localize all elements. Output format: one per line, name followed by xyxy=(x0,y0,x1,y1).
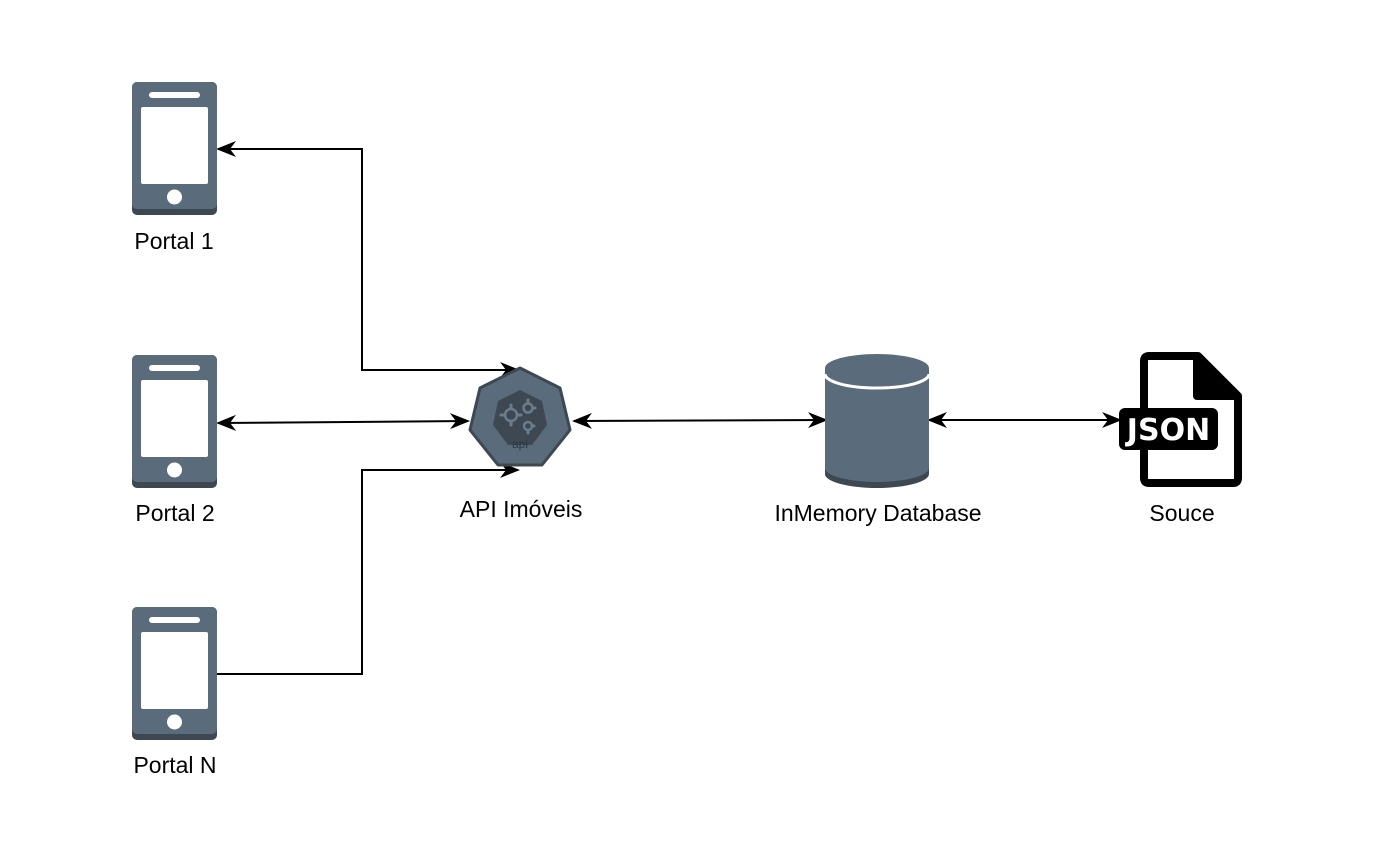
connectors xyxy=(216,141,1122,675)
portal-1-label: Portal 1 xyxy=(134,228,214,254)
database-label: InMemory Database xyxy=(774,500,982,526)
api-label: API Imóveis xyxy=(459,496,583,522)
mobile-phone-icon xyxy=(132,82,217,215)
edge-portaln-api xyxy=(216,462,520,675)
api-badge-text: api xyxy=(512,437,528,451)
source-label: Souce xyxy=(1149,500,1215,526)
api-gear-icon: api xyxy=(468,366,572,467)
portal-2-label: Portal 2 xyxy=(135,500,215,526)
edge-api-database xyxy=(572,412,828,429)
edge-portal2-api xyxy=(216,413,470,431)
mobile-phone-icon xyxy=(132,355,217,488)
json-badge-text: JSON xyxy=(1125,413,1210,448)
mobile-phone-icon xyxy=(132,607,217,740)
json-file-icon: JSON xyxy=(1119,352,1242,487)
database-icon xyxy=(823,354,931,488)
portal-n-label: Portal N xyxy=(133,752,217,778)
edge-portal1-api xyxy=(216,141,520,378)
